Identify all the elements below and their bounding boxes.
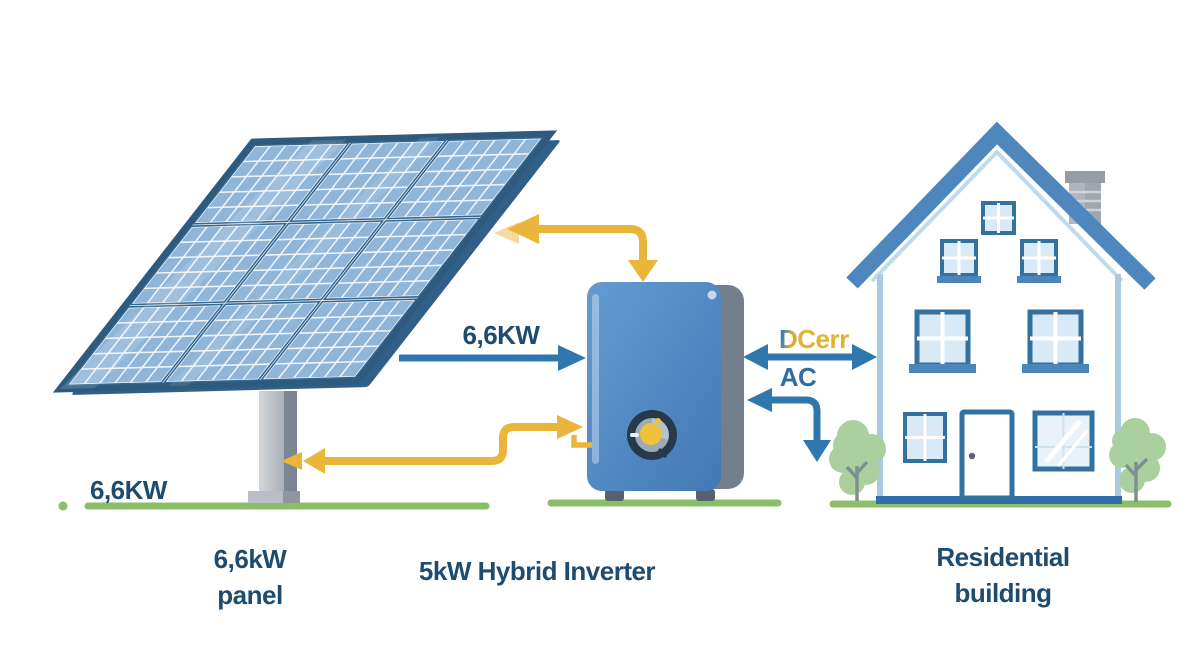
ground-output-label: 6,6KW (90, 475, 167, 505)
inverter-screw (707, 290, 717, 300)
inverter-body (587, 282, 721, 491)
upper-left-window (937, 239, 981, 283)
arrowhead-right (557, 415, 583, 439)
inverter-dial (627, 410, 677, 460)
dc-flow-label: DCerr (779, 324, 849, 354)
panel-pole (248, 391, 300, 503)
arrowhead-right (852, 344, 877, 370)
arrowhead-left (507, 214, 539, 244)
building-caption: Residential building (903, 539, 1103, 611)
arrow-panel-to-inverter (399, 345, 586, 371)
house (846, 121, 1156, 504)
ac-flow-label: AC (779, 362, 817, 392)
panel-caption-line2: panel (217, 580, 283, 610)
arrow-inverter-to-pole (281, 415, 592, 474)
arrow-inverter-to-panel (494, 214, 658, 282)
arrowhead-left (747, 388, 772, 412)
solar-panel (52, 130, 558, 393)
inverter-foot-left (605, 489, 624, 501)
pole-shadow-column (283, 391, 297, 502)
inverter (587, 282, 744, 501)
upper-right-window (1017, 239, 1061, 283)
ground-floor-large-window (1032, 410, 1095, 472)
arrowhead-right (558, 345, 586, 371)
building-caption-line1: Residential (936, 542, 1070, 572)
pole (259, 391, 284, 502)
door-handle (968, 452, 976, 460)
pole-base-shadow (283, 491, 300, 503)
arrowhead-left-big (303, 448, 325, 474)
panel-modules (65, 136, 545, 387)
tree-right (1109, 418, 1166, 502)
roof-inner-line (870, 149, 1124, 283)
dc-flow-label-suffix: Cerr (797, 324, 849, 354)
arrow-dc-double (743, 344, 877, 370)
mid-left-window (909, 309, 976, 373)
panel-caption: 6,6kW panel (155, 541, 345, 613)
arrowhead-left-ghost (494, 222, 519, 244)
arrow-hook (571, 435, 592, 448)
panel-glare-2 (168, 136, 440, 387)
ground-dot (58, 501, 68, 511)
panel-caption-line1: 6,6kW (213, 544, 287, 574)
arrowhead-down (803, 440, 831, 462)
roof (846, 121, 1156, 290)
tree-right-trunk (1124, 457, 1149, 502)
inverter-caption: 5kW Hybrid Inverter (418, 556, 656, 586)
arrow-ac (747, 388, 831, 462)
ground-floor-small-window (903, 412, 947, 463)
dc-flow-label-prefix: D (779, 324, 798, 354)
door (959, 409, 1015, 501)
mid-right-window (1022, 309, 1089, 373)
panel-output-label: 6,6KW (462, 320, 540, 350)
inverter-highlight (592, 294, 599, 464)
pole-base (248, 491, 288, 503)
tree-left (829, 420, 886, 501)
inverter-foot-right (696, 489, 715, 501)
tree-left-trunk (845, 460, 869, 501)
arrowhead-left-small (281, 452, 302, 470)
arrowhead-down (628, 260, 658, 282)
building-caption-line2: building (954, 578, 1052, 608)
panel-glare (60, 139, 347, 389)
attic-window (981, 201, 1016, 235)
arrowhead-left (743, 344, 768, 370)
